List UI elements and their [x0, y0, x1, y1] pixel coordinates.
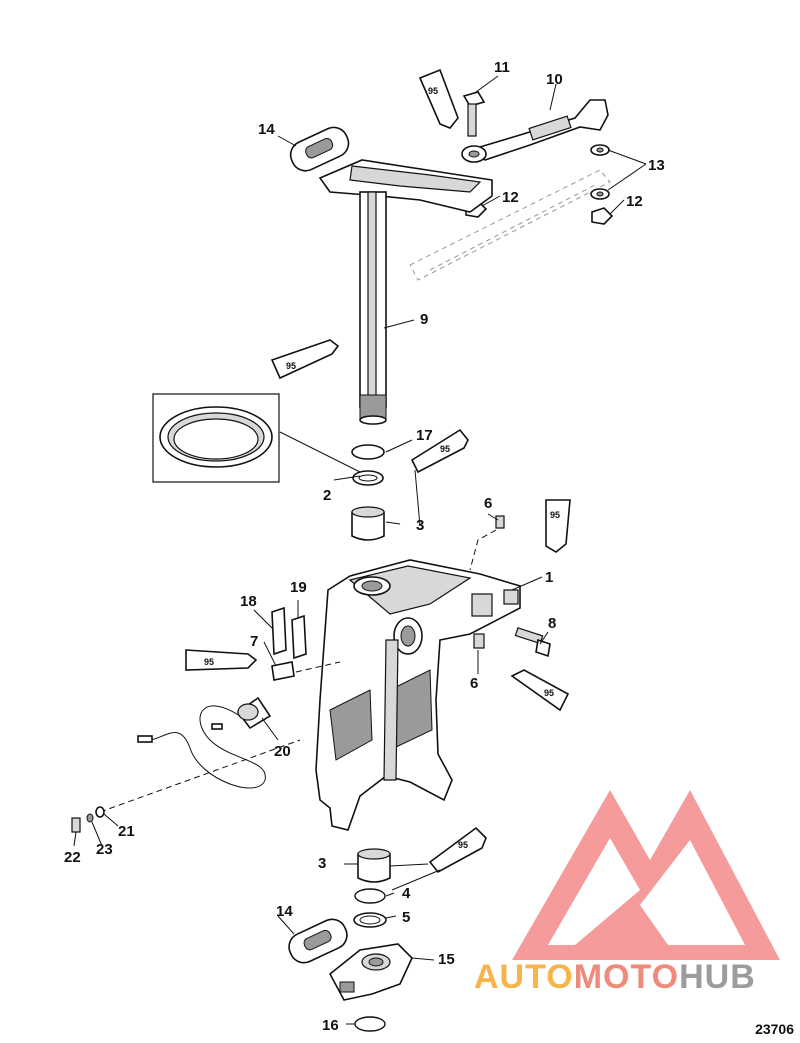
callout-10: 10 [546, 71, 563, 88]
part-1-swivel-bracket [315, 559, 521, 831]
part-16-oring [354, 1016, 386, 1032]
callout-15: 15 [438, 951, 455, 968]
callout-18: 18 [240, 593, 257, 610]
callout-4: 4 [402, 885, 411, 902]
part-3-bushing-top [351, 506, 385, 541]
callout-14-bottom: 14 [276, 903, 293, 920]
sealant-tube-icon: 95 [418, 68, 459, 129]
callout-9: 9 [420, 311, 428, 328]
sealant-tube-icon: 95 [270, 339, 340, 380]
part-17-washer [351, 444, 385, 460]
callout-16: 16 [322, 1017, 339, 1034]
callout-labels: 1 2 3 3 4 5 6 6 7 8 9 10 11 12 12 13 14 … [64, 59, 665, 1034]
svg-text:95: 95 [204, 657, 214, 667]
part-9-steering-column [318, 159, 493, 425]
document-number: 23706 [755, 1021, 794, 1037]
alignment-line [99, 739, 301, 813]
svg-text:95: 95 [440, 444, 450, 454]
leader-lines [73, 75, 647, 1025]
callout-14-top: 14 [258, 121, 275, 138]
part-12-nut-right [591, 207, 614, 225]
part-4-oring [354, 888, 386, 904]
callout-20: 20 [274, 743, 291, 760]
callout-22: 22 [64, 849, 81, 866]
part-19-tab [291, 614, 307, 660]
svg-text:95: 95 [428, 86, 438, 96]
watermark-brand-text: AUTOMOTOHUB [474, 958, 756, 996]
part-6-screw-top [469, 515, 505, 571]
part-8-bolt [514, 627, 551, 658]
watermark-logo-icon [512, 790, 780, 960]
part-14-pad-bottom [288, 918, 348, 964]
callout-17: 17 [416, 427, 433, 444]
callout-23: 23 [96, 841, 113, 858]
callout-5: 5 [402, 909, 410, 926]
sealant-tube-icon: 95 [428, 826, 487, 874]
part-15-yoke [328, 943, 413, 1001]
callout-11: 11 [494, 59, 510, 76]
part-3-bushing-bottom [357, 848, 391, 883]
svg-text:95: 95 [550, 510, 560, 520]
callout-6-top: 6 [484, 495, 492, 512]
part-14-pad-top [289, 126, 350, 172]
callout-1: 1 [545, 569, 553, 586]
part-13-washers [590, 144, 610, 200]
part-2-seal [352, 470, 384, 486]
part-20-trim-sensor [137, 696, 272, 789]
callout-8: 8 [548, 615, 556, 632]
svg-text:95: 95 [286, 361, 296, 371]
callout-7: 7 [250, 633, 258, 650]
callout-21: 21 [118, 823, 135, 840]
part-11-bolt [462, 91, 486, 137]
callout-19: 19 [290, 579, 307, 596]
part-10-steering-link [461, 99, 609, 163]
part-23-washer [86, 813, 94, 823]
seal-detail-box [152, 393, 280, 483]
callout-13: 13 [648, 157, 665, 174]
part-21-washer [95, 806, 105, 818]
part-18-tab [271, 606, 287, 656]
svg-text:95: 95 [544, 688, 554, 698]
ghost-steering-arm [409, 169, 611, 281]
sealant-tube-icon: 95 [510, 669, 570, 712]
sealant-tube-icon: 95 [410, 428, 469, 474]
part-5-seal [353, 912, 387, 928]
callout-12-right: 12 [626, 193, 643, 210]
alignment-line [295, 661, 341, 673]
part-6-screw-bottom [473, 633, 485, 649]
callout-3-top: 3 [416, 517, 424, 534]
sealant-tube-icon: 95 [545, 499, 571, 553]
callout-3-bottom: 3 [318, 855, 326, 872]
svg-text:95: 95 [458, 840, 468, 850]
part-22-screw [71, 817, 81, 833]
part-7-bushing [271, 661, 295, 681]
callout-6-bottom: 6 [470, 675, 478, 692]
callout-12-left: 12 [502, 189, 519, 206]
sealant-tube-icon: 95 [185, 649, 258, 671]
callout-2: 2 [323, 487, 331, 504]
